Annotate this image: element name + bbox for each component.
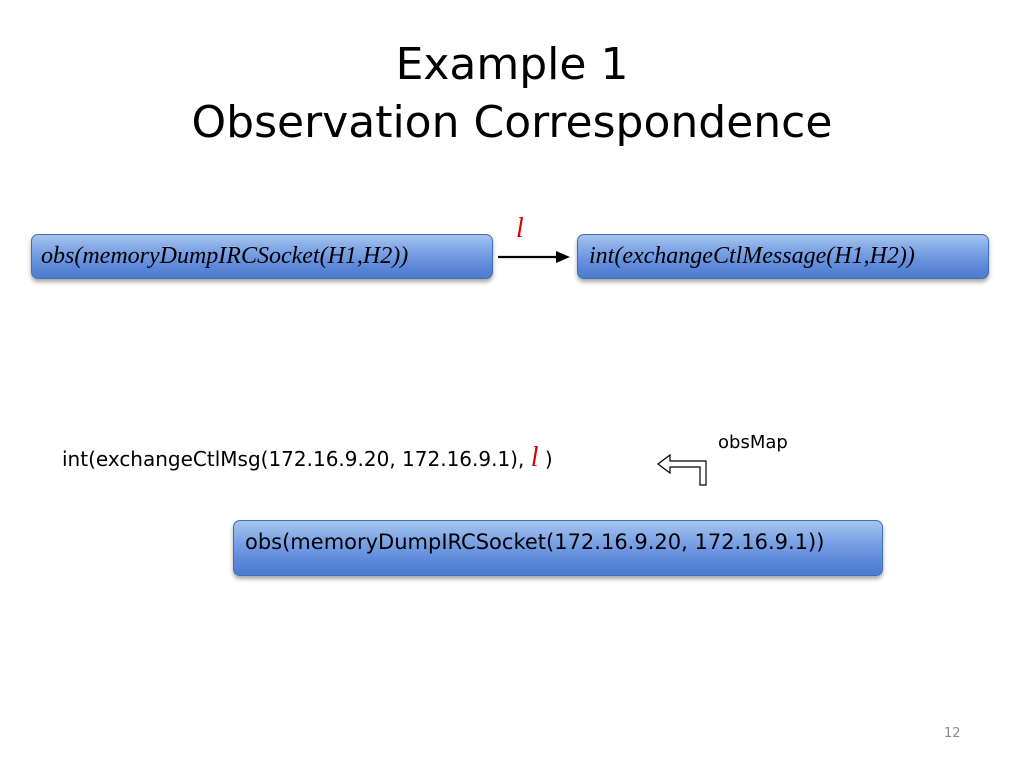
source-observation-box: obs(memoryDumpIRCSocket(H1,H2)) [31, 234, 493, 279]
instance-text-label: l [530, 442, 539, 473]
slide-title: Example 1 Observation Correspondence [0, 36, 1024, 152]
instance-observation-box: obs(memoryDumpIRCSocket(172.16.9.20, 172… [233, 520, 883, 576]
instance-text-suffix: ) [538, 447, 553, 471]
source-observation-text: obs(memoryDumpIRCSocket(H1,H2)) [41, 243, 409, 269]
right-arrow-icon [498, 251, 570, 263]
arrow-label: l [516, 213, 524, 244]
page-number: 12 [944, 726, 961, 741]
title-line-1: Example 1 [395, 39, 629, 90]
title-line-2: Observation Correspondence [191, 97, 833, 148]
target-interpretation-box: int(exchangeCtlMessage(H1,H2)) [577, 234, 989, 279]
instance-text-prefix: int(exchangeCtlMsg(172.16.9.20, 172.16.9… [62, 447, 531, 471]
obsmap-label: obsMap [718, 432, 788, 453]
instance-interpretation-text: int(exchangeCtlMsg(172.16.9.20, 172.16.9… [62, 443, 553, 474]
instance-observation-text: obs(memoryDumpIRCSocket(172.16.9.20, 172… [245, 530, 825, 554]
u-turn-left-arrow-icon [657, 453, 707, 486]
target-interpretation-text: int(exchangeCtlMessage(H1,H2)) [589, 243, 915, 269]
